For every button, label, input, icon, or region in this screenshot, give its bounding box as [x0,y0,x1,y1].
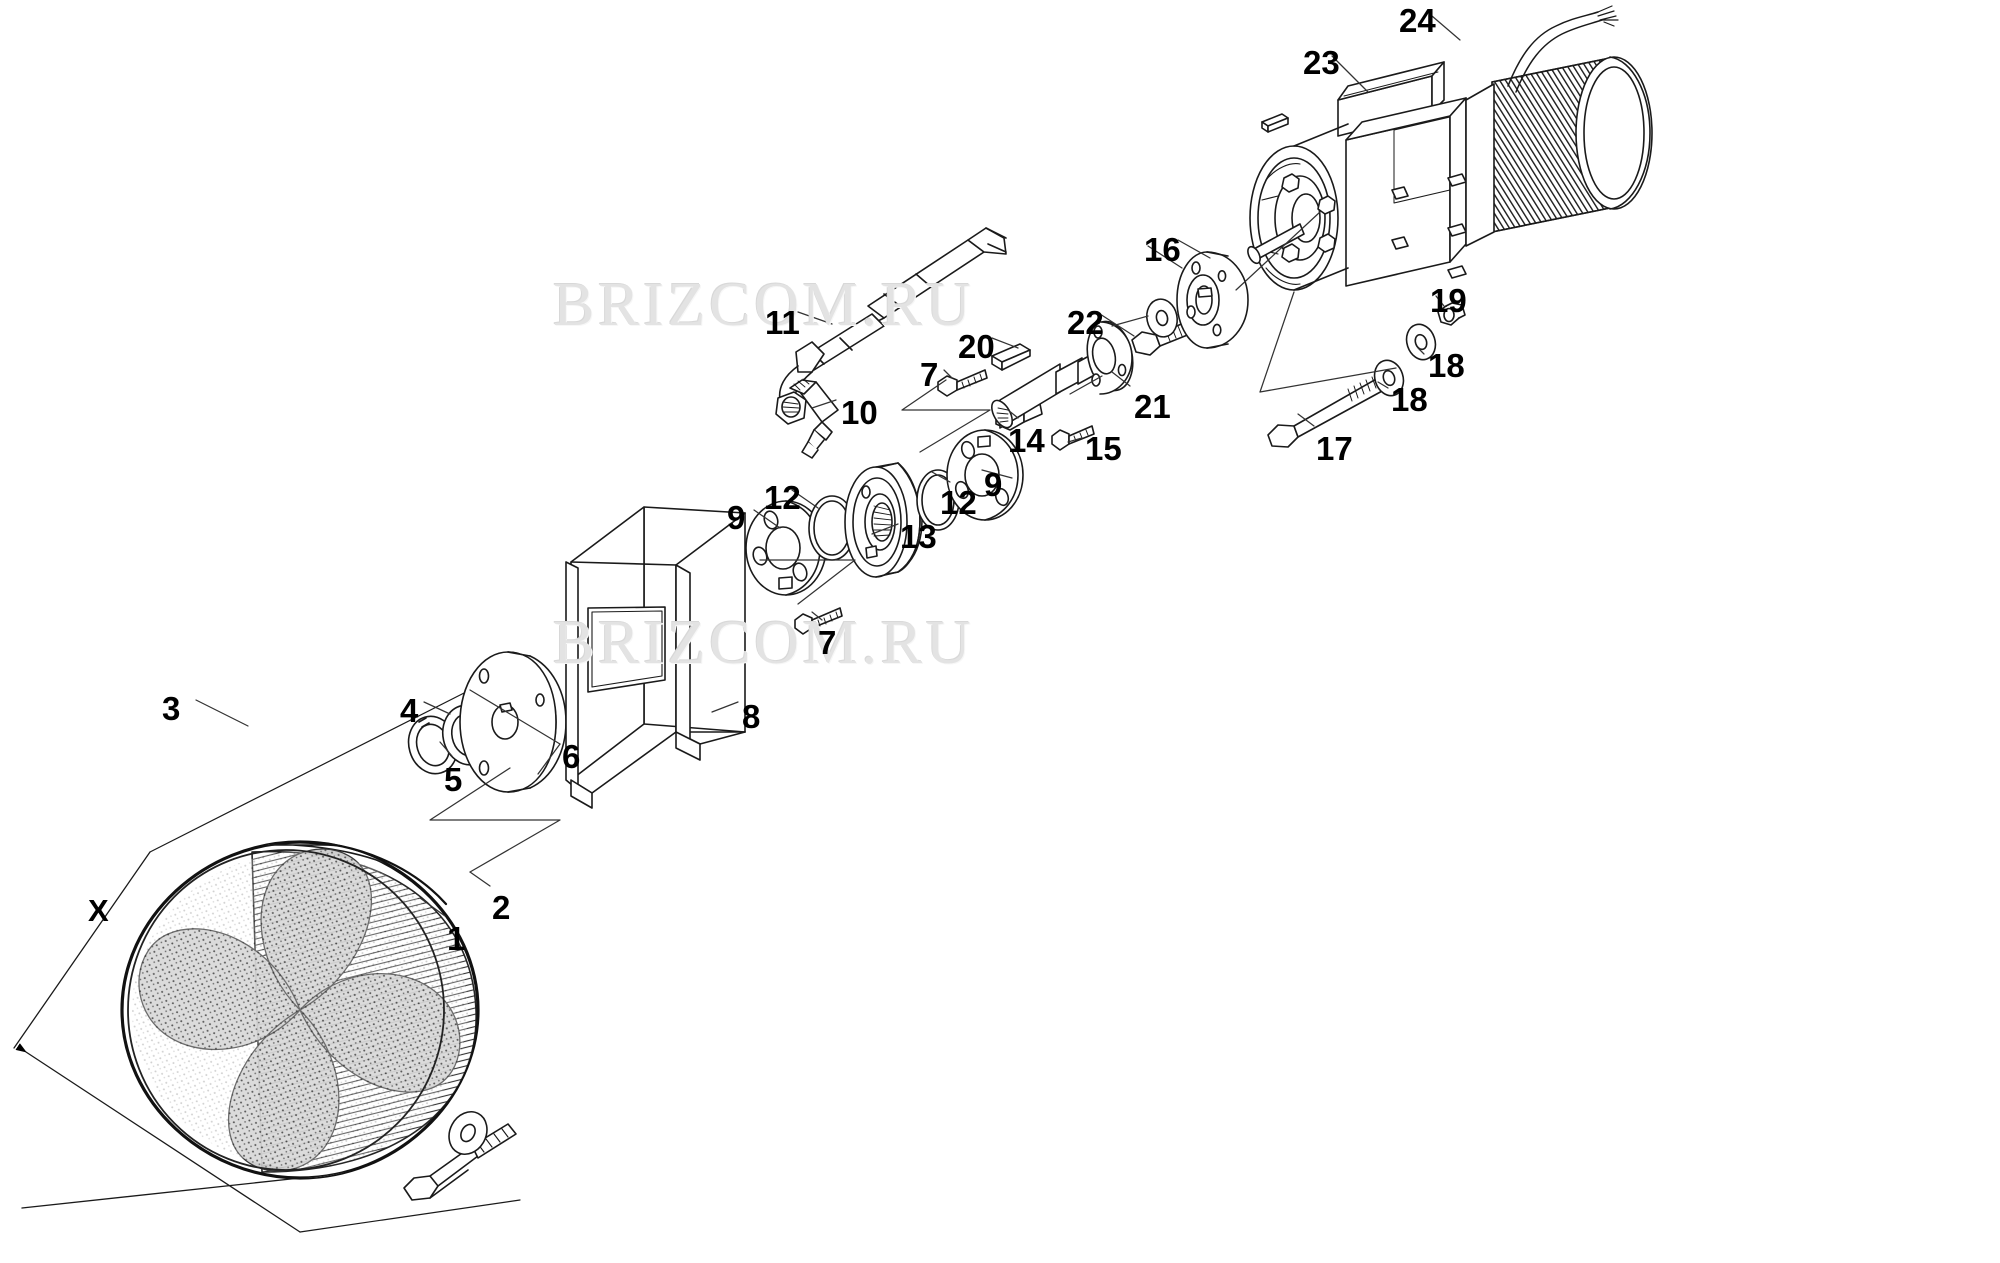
part-8-bracket [565,506,746,809]
part-9-flange-left [745,500,827,596]
part-18-washer-second [1405,323,1437,361]
callout-13: 13 [900,518,937,555]
callout-11: 11 [765,304,800,341]
part-12-oring-left [808,495,856,561]
part-10-grease-nipple [789,378,839,459]
callout-8: 8 [742,698,761,735]
callout-3: 3 [162,690,181,727]
callout-21: 21 [1134,388,1171,425]
part-3-impeller [120,840,480,1180]
part-15-set-screw [1051,425,1095,451]
watermark-brizcom-lower: BRIZCOM.RU [553,609,975,677]
callout-16: 16 [1144,231,1181,268]
callout-10: 10 [841,394,878,431]
callout-18-upper: 18 [1428,347,1465,384]
callout-6: 6 [562,738,581,775]
callout-12-right: 12 [940,484,977,521]
part-13-bearing-housing [844,462,923,578]
part-24-power-cable [1507,5,1619,93]
callout-9-left: 9 [727,499,746,536]
callout-12-left: 12 [764,479,801,516]
part-21-drive-shaft [990,320,1134,429]
callout-14: 14 [1008,422,1045,459]
part-19-hex-nut [1437,302,1466,326]
part-7-screw-upper [937,369,988,397]
callout-5: 5 [444,761,463,798]
callout-9-right: 9 [984,466,1003,503]
callout-2-impeller: 2 [492,889,511,926]
part-18-washer-on-bolt [1373,359,1405,397]
part-1-hex-bolt [403,1123,517,1201]
part-20-shaft-key [991,343,1031,371]
callout-18-lower: 18 [1391,381,1428,418]
callout-23: 23 [1303,44,1340,81]
part-2-washer-bottom [448,1111,488,1155]
callout-4: 4 [400,692,419,729]
leader-lines [195,15,1461,917]
dimension-x-leaders [13,689,521,1233]
callout-24: 24 [1399,2,1436,39]
part-2-washer-coupling [1146,298,1178,338]
part-11-hose-assembly [775,227,1007,425]
callout-17: 17 [1316,430,1353,467]
callout-15: 15 [1085,430,1122,467]
callout-22: 22 [1067,304,1104,341]
part-6-impeller-hub [459,651,567,793]
dimension-label-x: X [88,893,109,928]
callout-20: 20 [958,328,995,365]
callout-7-upper: 7 [920,356,939,393]
part-7-screw-lower [794,607,843,635]
part-23-gearmotor [1247,56,1653,291]
callout-1: 1 [447,920,466,957]
callout-7-lower: 7 [818,624,837,661]
callout-19: 19 [1430,282,1467,319]
watermark-brizcom-upper: BRIZCOM.RU [553,271,975,339]
part-16-coupling-flange [1176,251,1249,349]
part-9-flange-right [946,429,1024,521]
